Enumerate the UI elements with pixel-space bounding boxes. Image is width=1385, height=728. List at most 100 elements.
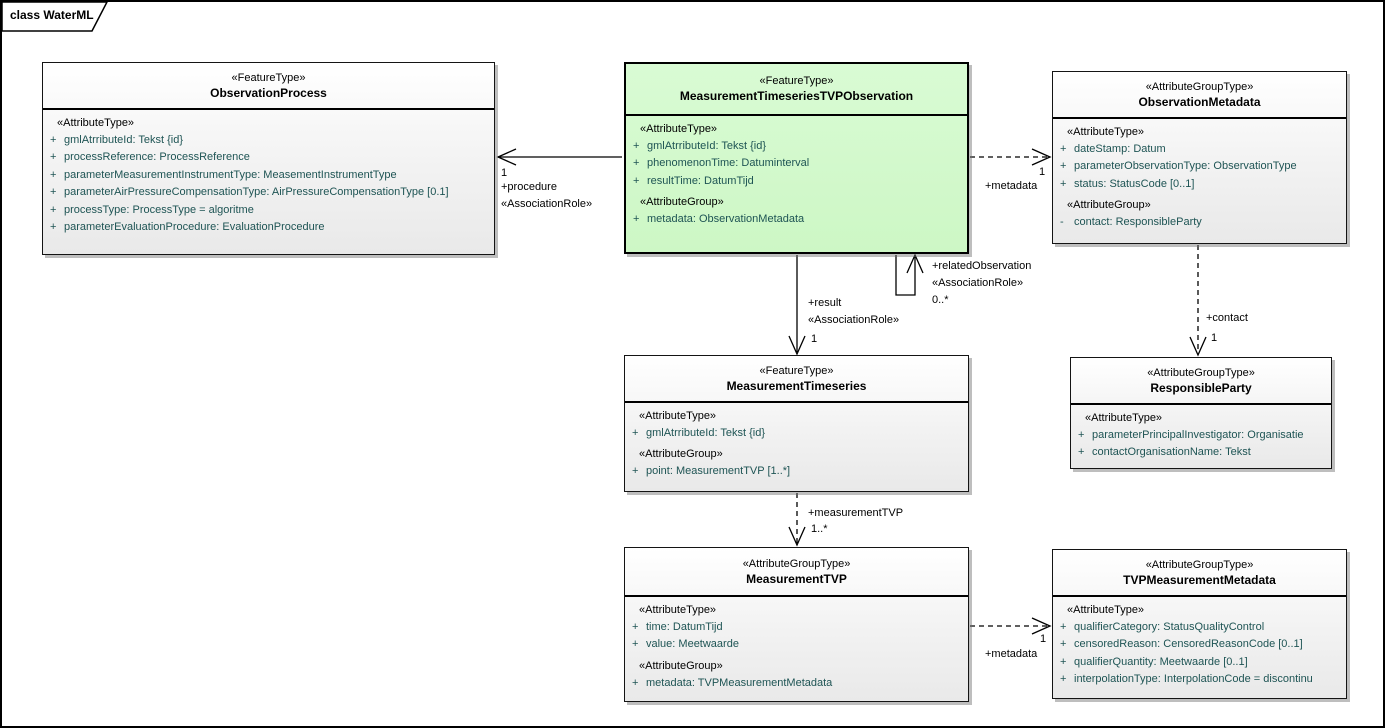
attribute-row: ++qualifierQuantity: Meetwaarde [0..1] <box>1060 655 1248 668</box>
related-observation-multiplicity: 0..* <box>932 294 949 306</box>
class-measurement-tvp[interactable]: «AttributeGroupType» MeasurementTVP «Att… <box>624 547 969 702</box>
attribute-row: +qualifierCategory: StatusQualityControl <box>1060 621 1265 633</box>
class-stereotype: «AttributeGroupType» <box>1145 558 1254 571</box>
attribute-row: +censoredReason: CensoredReasonCode [0..… <box>1060 638 1303 651</box>
attribute-row: +resultTime: DatumTijd <box>633 174 754 187</box>
attribute-row: +status: StatusCode [0..1] <box>1060 177 1195 190</box>
class-responsible-party[interactable]: «AttributeGroupType» ResponsibleParty «A… <box>1070 357 1332 469</box>
dependency-metadata-bottom[interactable] <box>970 617 1052 635</box>
section-header: «AttributeType» <box>639 604 717 616</box>
section-header: «AttributeGroup» <box>1067 199 1151 212</box>
class-attributes: «AttributeType» +gmlAtrributeId: Tekst {… <box>43 108 494 236</box>
dependency-measurement-tvp[interactable] <box>788 493 806 547</box>
contact-role-label: +contact <box>1206 312 1248 324</box>
attribute-row: +phenomenonTime: Datuminterval <box>633 157 810 170</box>
procedure-stereotype-label: «AssociationRole» <box>501 198 593 210</box>
dependency-contact[interactable] <box>1189 245 1207 357</box>
association-related-observation[interactable] <box>895 253 924 296</box>
attribute-row: -contact: ResponsibleParty <box>1060 216 1202 229</box>
class-header: «FeatureType» MeasurementTimeseriesTVPOb… <box>626 64 967 114</box>
section-header: «AttributeGroup» <box>639 659 723 672</box>
class-header: «FeatureType» ObservationProcess <box>43 63 494 108</box>
section-header: «AttributeType» <box>1085 412 1163 424</box>
attribute-row: +value: Meetwaarde <box>632 638 739 651</box>
class-name: MeasurementTimeseriesTVPObservation <box>679 89 914 103</box>
result-stereotype-label: «AssociationRole» <box>808 314 900 326</box>
class-stereotype: «FeatureType» <box>759 75 834 87</box>
class-observation-process[interactable]: «FeatureType» ObservationProcess «Attrib… <box>42 62 495 255</box>
metadata-top-role-label: +metadata <box>985 180 1038 192</box>
section-header: «AttributeGroup» <box>639 448 723 461</box>
procedure-multiplicity: 1 <box>501 167 508 179</box>
section-header: «AttributeGroup» <box>640 196 724 209</box>
section-header: «AttributeType» <box>1067 126 1145 138</box>
metadata-top-multiplicity: 1 <box>1039 166 1046 178</box>
section-header: «AttributeType» <box>1067 604 1145 616</box>
open-arrowhead-icon <box>788 335 806 356</box>
class-attributes: «AttributeType» +dateStamp: Datum +param… <box>1053 117 1346 232</box>
attribute-row: +interpolationType: InterpolationCode = … <box>1060 673 1313 686</box>
class-attributes: «AttributeType» +parameterPrincipalInves… <box>1071 403 1331 462</box>
related-observation-stereotype-label: «AssociationRole» <box>932 277 1024 289</box>
measurement-tvp-multiplicity: 1..* <box>811 523 828 535</box>
class-stereotype: «AttributeGroupType» <box>1147 366 1255 379</box>
open-arrowhead-icon <box>1189 336 1207 357</box>
attribute-row: +dateStamp: Datum <box>1060 143 1166 155</box>
dependency-metadata-top[interactable] <box>970 148 1052 166</box>
section-header: «AttributeType» <box>639 410 717 422</box>
procedure-role-label: +procedure <box>501 181 557 193</box>
class-attributes: «AttributeType» +gmlAtrributeId: Tekst {… <box>626 114 967 229</box>
class-stereotype: «FeatureType» <box>759 364 834 377</box>
open-arrowhead-icon <box>1031 617 1052 635</box>
attribute-row: +gmlAtrributeId: Tekst {id} <box>50 134 184 146</box>
class-attributes: «AttributeType» +time: DatumTijd +value:… <box>625 595 968 692</box>
association-result[interactable] <box>788 255 806 356</box>
class-header: «AttributeGroupType» MeasurementTVP <box>625 548 968 595</box>
result-multiplicity: 1 <box>811 333 818 345</box>
class-tvp-measurement-metadata[interactable]: «AttributeGroupType» TVPMeasurementMetad… <box>1052 549 1347 699</box>
class-stereotype: «AttributeGroupType» <box>1145 80 1254 93</box>
attribute-row: +parameterMeasurementInstrumentType: Mea… <box>50 168 397 181</box>
class-header: «AttributeGroupType» TVPMeasurementMetad… <box>1053 550 1346 595</box>
class-header: «FeatureType» MeasurementTimeseries <box>625 356 968 401</box>
attribute-row: +gmlAtrributeId: Tekst {id} <box>632 427 766 439</box>
class-name: ObservationMetadata <box>1138 94 1261 109</box>
attribute-row: +parameterEvaluationProcedure: Evaluatio… <box>50 221 325 234</box>
attribute-row: +time: DatumTijd <box>632 621 723 633</box>
class-stereotype: «AttributeGroupType» <box>742 557 851 570</box>
diagram-frame-tab-label: class WaterML <box>10 8 94 22</box>
contact-multiplicity: 1 <box>1211 332 1218 344</box>
attribute-row: +processType: ProcessType = algoritme <box>50 203 254 216</box>
metadata-bottom-multiplicity: 1 <box>1040 633 1047 645</box>
class-name: ResponsibleParty <box>1150 380 1252 395</box>
related-observation-role-label: +relatedObservation <box>932 260 1032 272</box>
class-name: MeasurementTVP <box>746 571 847 586</box>
class-header: «AttributeGroupType» ResponsibleParty <box>1071 358 1331 403</box>
class-name: TVPMeasurementMetadata <box>1123 572 1276 587</box>
attribute-row: +metadata: ObservationMetadata <box>633 213 805 226</box>
attribute-row: +parameterObservationType: ObservationTy… <box>1060 160 1297 173</box>
attribute-row: +parameterAirPressureCompensationType: A… <box>50 186 449 199</box>
attribute-row: +gmlAtrributeId: Tekst {id} <box>633 140 767 152</box>
class-name: MeasurementTimeseries <box>726 378 867 393</box>
class-attributes: «AttributeType» +qualifierCategory: Stat… <box>1053 595 1346 689</box>
section-header: «AttributeType» <box>640 123 718 135</box>
class-header: «AttributeGroupType» ObservationMetadata <box>1053 72 1346 117</box>
class-measurement-timeseries-tvp-observation[interactable]: «FeatureType» MeasurementTimeseriesTVPOb… <box>624 62 969 254</box>
attribute-row: +processReference: ProcessReference <box>50 151 250 164</box>
section-header: «AttributeType» <box>57 117 135 129</box>
class-observation-metadata[interactable]: «AttributeGroupType» ObservationMetadata… <box>1052 71 1347 244</box>
class-measurement-timeseries[interactable]: «FeatureType» MeasurementTimeseries «Att… <box>624 355 969 492</box>
result-role-label: +result <box>808 297 842 309</box>
open-arrowhead-icon <box>1031 148 1052 166</box>
open-arrowhead-icon <box>906 253 924 274</box>
class-stereotype: «FeatureType» <box>231 71 306 84</box>
class-attributes: «AttributeType» +gmlAtrributeId: Tekst {… <box>625 401 968 481</box>
metadata-bottom-role-label: +metadata <box>985 648 1038 660</box>
open-arrowhead-icon <box>496 148 517 166</box>
attribute-row: +point: MeasurementTVP [1..*] <box>632 465 791 478</box>
measurement-tvp-role-label: +measurementTVP <box>808 507 904 519</box>
association-procedure[interactable] <box>496 148 622 166</box>
attribute-row: +contactOrganisationName: Tekst <box>1078 446 1251 459</box>
